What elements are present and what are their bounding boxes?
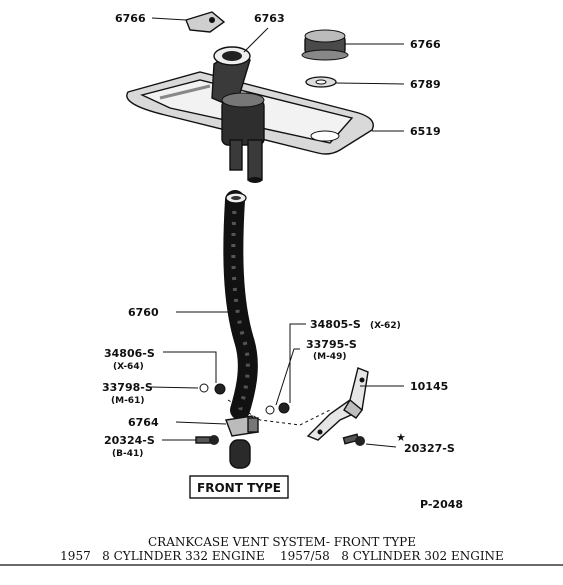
caption-engines: 1957 8 CYLINDER 332 ENGINE 1957/58 8 CYL… — [60, 549, 504, 563]
leader-lines — [149, 17, 405, 448]
cap-right — [301, 29, 349, 61]
plate-number: P-2048 — [420, 498, 463, 511]
label-6763: 6763 — [254, 12, 285, 25]
bracket — [306, 367, 369, 441]
label-6766-right: 6766 — [410, 38, 441, 51]
front-type-box — [189, 475, 289, 499]
breather-tube-assembly — [211, 46, 265, 183]
label-6519: 6519 — [410, 125, 441, 138]
label-33795-s: 33795-S — [306, 338, 357, 351]
label-6766-top: 6766 — [115, 12, 146, 25]
label-20324-s: 20324-S — [104, 434, 155, 447]
lower-tube — [229, 439, 251, 469]
star-marker: ★ — [396, 431, 406, 444]
label-33795-s-code: (M-49) — [313, 352, 346, 362]
label-10145: 10145 — [410, 380, 448, 393]
washer — [305, 76, 337, 88]
label-20327-s: 20327-S — [404, 442, 455, 455]
label-6789: 6789 — [410, 78, 441, 91]
label-34806-s: 34806-S — [104, 347, 155, 360]
cap-top — [185, 11, 226, 33]
label-34805-s-code: (X-62) — [370, 321, 401, 331]
label-34806-s-code: (X-64) — [113, 362, 144, 372]
label-33798-s: 33798-S — [102, 381, 153, 394]
caption-title: CRANKCASE VENT SYSTEM- FRONT TYPE — [148, 535, 416, 549]
label-6760: 6760 — [128, 306, 159, 319]
label-20324-s-code: (B-41) — [112, 449, 143, 459]
label-34805-s: 34805-S — [310, 318, 361, 331]
vent-hose — [223, 190, 258, 420]
hose-clamp — [225, 415, 259, 437]
front-type-label: FRONT TYPE — [197, 481, 281, 495]
label-6764: 6764 — [128, 416, 159, 429]
label-33798-s-code: (M-61) — [111, 396, 144, 406]
